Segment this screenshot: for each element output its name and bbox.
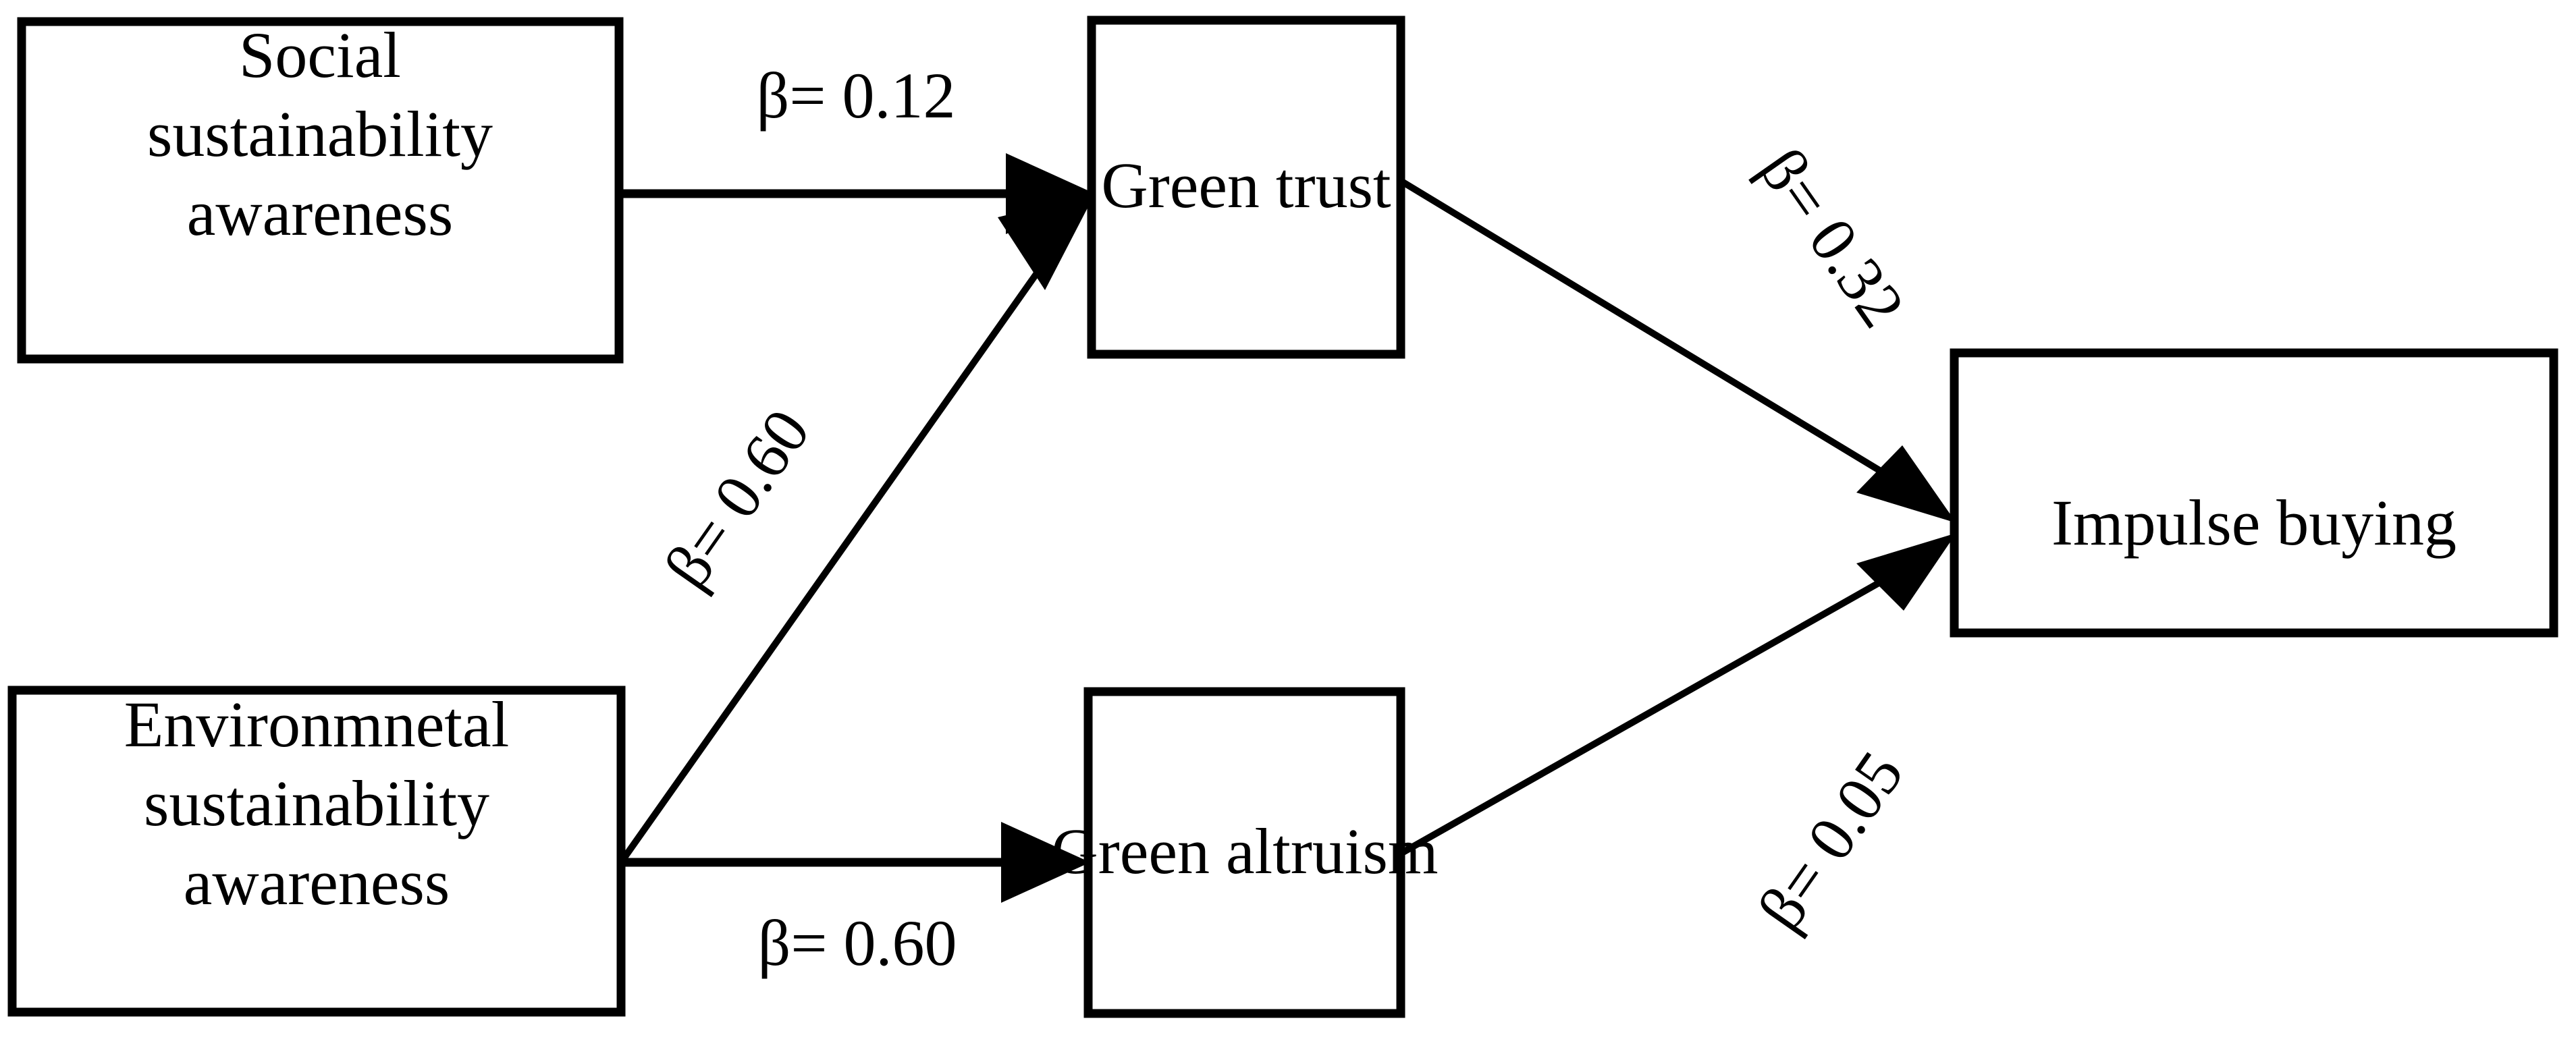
node-environmental-sustainability-awareness[interactable]: Environmnetal sustainability awareness [7, 686, 626, 1017]
edge-label-environmental-to-green-trust: β= 0.60 [650, 396, 824, 601]
node-box-impulse-buying[interactable] [1950, 348, 2558, 638]
node-impulse-buying[interactable]: Impulse buying [1950, 348, 2558, 638]
node-label-environmental-line-2: sustainability [144, 767, 489, 839]
arrowhead-green-altruism-to-impulse-buying [1856, 533, 1956, 611]
edge-environmental-to-green-trust [618, 194, 1095, 864]
node-label-social-line-3: awareness [187, 177, 453, 249]
edge-label-green-trust-to-impulse-buying: β= 0.32 [1746, 135, 1919, 339]
arrowhead-environmental-to-green-trust [998, 194, 1095, 290]
edge-label-green-altruism-to-impulse-buying: β= 0.05 [1744, 738, 1917, 943]
node-box-green-altruism[interactable] [1083, 687, 1405, 1018]
node-label-green-altruism: Green altruism [1051, 815, 1438, 887]
edge-label-social-to-green-trust: β= 0.12 [757, 59, 956, 132]
node-social-sustainability-awareness[interactable]: Social sustainability awareness [17, 17, 624, 364]
arrowhead-green-trust-to-impulse-buying [1856, 445, 1956, 523]
node-label-impulse-buying: Impulse buying [2051, 486, 2457, 559]
edge-green-trust-to-impulse-buying [1399, 177, 1956, 523]
edge-environmental-to-green-altruism [621, 822, 1090, 903]
edge-label-environmental-to-green-altruism: β= 0.60 [758, 907, 957, 979]
node-label-environmental-line-1: Environmnetal [124, 688, 510, 760]
arrowhead-environmental-to-green-altruism [1001, 822, 1090, 903]
node-box-social-sustainability-awareness[interactable] [17, 17, 624, 364]
edge-line-green-trust-to-impulse-buying [1399, 177, 1943, 511]
node-label-social-line-2: sustainability [147, 98, 493, 170]
node-green-altruism[interactable]: Green altruism [1051, 687, 1439, 1018]
edge-line-environmental-to-green-trust [618, 210, 1083, 864]
node-green-trust[interactable]: Green trust [1087, 16, 1405, 359]
node-box-green-trust[interactable] [1087, 16, 1405, 359]
node-label-green-trust: Green trust [1101, 149, 1391, 221]
edge-line-green-altruism-to-impulse-buying [1399, 545, 1943, 857]
edge-green-altruism-to-impulse-buying [1399, 533, 1956, 857]
node-label-environmental-line-3: awareness [184, 846, 450, 918]
node-box-environmental-sustainability-awareness[interactable] [7, 686, 626, 1017]
node-label-social-line-1: Social [239, 19, 401, 91]
